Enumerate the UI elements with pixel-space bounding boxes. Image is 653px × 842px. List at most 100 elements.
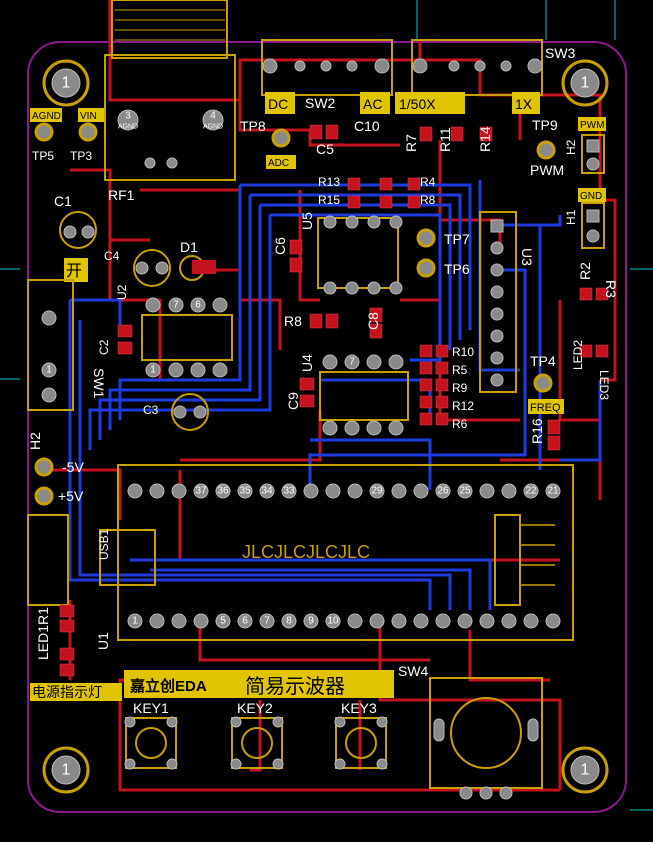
key2-button[interactable] [230, 716, 284, 770]
agnd-box [30, 108, 62, 122]
led3-label: LED3 [597, 370, 611, 400]
mount-hole-label: 1 [581, 75, 590, 92]
u2-pin-1: 1 [150, 365, 156, 376]
u5-pads [323, 215, 403, 295]
c9-label: C9 [285, 392, 301, 410]
u1-pin-number: 29 [371, 486, 383, 497]
sw3-pad [412, 58, 428, 74]
rf1-hatch [115, 9, 225, 41]
u1-pin-number: 25 [459, 486, 471, 497]
sw1-pads: 1 [41, 310, 57, 403]
u1-pad [325, 613, 341, 629]
u1-pad [347, 613, 363, 629]
u1-pin-number: 7 [264, 616, 270, 627]
mount-hole-tl: 1 [42, 59, 90, 107]
rf1-outline [104, 54, 236, 181]
tp5-label: TP5 [32, 149, 54, 163]
ac-box [360, 92, 390, 114]
u1-pin-number: 6 [242, 616, 248, 627]
jlc-label: JLCJLCJLCJLC [242, 542, 370, 562]
u1-pad [281, 483, 297, 499]
minus5v-label: -5V [62, 459, 84, 475]
dc-box [265, 92, 295, 114]
r2-label: R2 [577, 262, 593, 280]
r3-label: R3 [603, 280, 619, 298]
u1-pin-number: 34 [261, 486, 273, 497]
key3-label: KEY3 [341, 700, 377, 716]
u1-pad [545, 613, 561, 629]
pwm-pad-label: PWM [580, 120, 604, 131]
mount-hole-tr: 1 [561, 59, 609, 107]
u1-pad [149, 483, 165, 499]
r1-label: R1 [35, 607, 51, 625]
r9-label: R9 [452, 381, 468, 395]
tp3-label: TP3 [70, 149, 92, 163]
pwm-label: PWM [530, 162, 564, 178]
h1-label: H1 [564, 209, 578, 225]
u1-pin-number: 33 [283, 486, 295, 497]
u1-pad [501, 483, 517, 499]
u1-pad [413, 613, 429, 629]
header-pads [586, 139, 600, 243]
sw2-pad [294, 60, 306, 72]
usb-label: USB1 [97, 528, 111, 560]
led1-label: LED1 [35, 625, 51, 660]
mount-hole-label: 1 [62, 75, 71, 92]
tp8-label: TP8 [240, 118, 266, 134]
title-box [124, 670, 394, 698]
u1-pad [479, 613, 495, 629]
c10-label: C10 [354, 118, 380, 134]
dc-label: DC [268, 96, 288, 112]
u1-pin-number: 36 [217, 486, 229, 497]
adc-box [266, 155, 296, 169]
u1-pad [391, 483, 407, 499]
key2-label: KEY2 [237, 700, 273, 716]
u1-pad [369, 483, 385, 499]
r16-label: R16 [529, 418, 545, 444]
key1-button[interactable] [124, 716, 178, 770]
u1-pin-number: 9 [308, 616, 314, 627]
u4-label: U4 [299, 354, 315, 372]
u1-pad [259, 483, 275, 499]
capacitors [59, 211, 216, 431]
u2-pads: 7 6 1 [145, 297, 228, 378]
mount-hole-br: 1 [561, 746, 609, 794]
h1-outline [581, 202, 605, 249]
rf1-label: RF1 [108, 187, 135, 203]
h2b-label: H2 [27, 432, 43, 450]
vin-label: VIN [80, 111, 97, 122]
sw2-pad [262, 58, 278, 74]
r4-label: R4 [420, 175, 436, 189]
tp7-label: TP7 [444, 231, 470, 247]
u1-pad [171, 483, 187, 499]
mount-hole-label: 1 [62, 762, 71, 779]
tp9-label: TP9 [532, 117, 558, 133]
u1-pad [193, 483, 209, 499]
vin-box [78, 108, 104, 122]
u1-pin-number: 37 [195, 486, 207, 497]
rf1-pin-3: 3 [125, 111, 131, 122]
u1-pad [501, 613, 517, 629]
smd-parts [59, 124, 609, 677]
u1-pad [149, 613, 165, 629]
u2-pin-6: 6 [195, 300, 201, 311]
ac-label: AC [363, 96, 382, 112]
adc-label: ADC [268, 158, 289, 169]
u1-pin-number: 1 [132, 616, 138, 627]
r7-label: R7 [403, 134, 419, 152]
u1-pad [545, 483, 561, 499]
u1-pad [457, 613, 473, 629]
c2-label: C2 [97, 339, 111, 355]
u1-pin-number: 22 [525, 486, 537, 497]
sw1-pin-1: 1 [46, 365, 52, 376]
u1-pin-number: 8 [286, 616, 292, 627]
u2-pin-7: 7 [173, 300, 179, 311]
u1-pin-number: 26 [437, 486, 449, 497]
agnd-label: AGND [32, 111, 61, 122]
u1-pad [347, 483, 363, 499]
key3-button[interactable] [334, 716, 388, 770]
r14-label: R14 [477, 126, 493, 152]
c6-label: C6 [272, 237, 288, 255]
pwm-box [578, 117, 606, 131]
u1-pad [391, 613, 407, 629]
